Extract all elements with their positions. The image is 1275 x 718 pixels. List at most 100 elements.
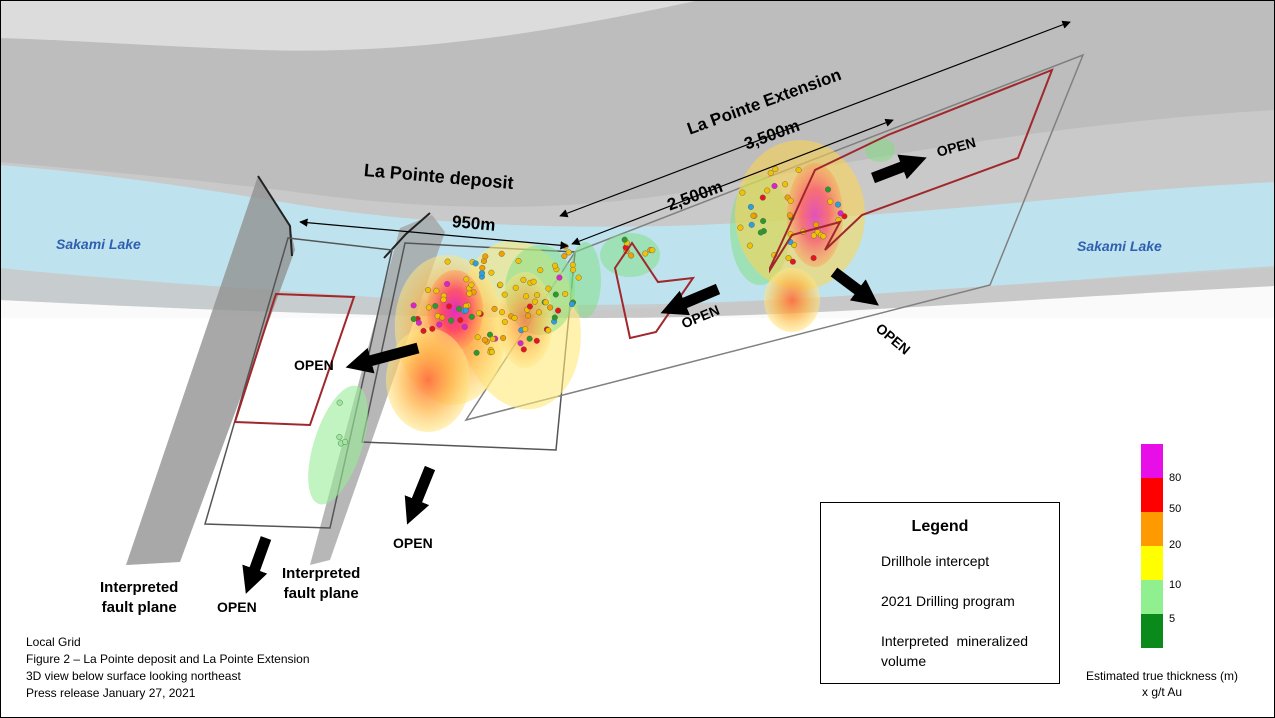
drillhole-intercept-dot <box>525 312 532 319</box>
drillhole-intercept-dot <box>473 349 480 356</box>
drillhole-intercept-dot <box>457 317 464 324</box>
drillhole-intercept-dot <box>482 253 489 260</box>
drillhole-intercept-dot <box>786 212 793 219</box>
legend-item-mineralized-volume: Interpreted mineralized volume <box>881 633 1029 669</box>
legend-item-drilling-program: 2021 Drilling program <box>881 593 1015 609</box>
drillhole-intercept-dot <box>628 252 635 259</box>
drillhole-intercept-dot <box>562 291 569 298</box>
drillhole-intercept-dot <box>782 181 789 188</box>
drillhole-intercept-dot <box>446 303 453 310</box>
drillhole-intercept-dot <box>827 198 834 205</box>
drillhole-intercept-dot <box>552 262 559 269</box>
ore-body-green-east <box>569 242 601 318</box>
open-arrow-west <box>345 342 420 374</box>
fault-plane-left <box>126 176 295 565</box>
drillhole-intercept-dot <box>466 290 473 297</box>
drillhole-intercept-dot <box>474 334 481 341</box>
drillhole-intercept-dot <box>488 269 495 276</box>
caption-line-figure: Figure 2 – La Pointe deposit and La Poin… <box>26 652 310 666</box>
drillhole-intercept-dot <box>432 303 439 310</box>
drillhole-intercept-dot <box>463 276 470 283</box>
deposit-dimension-label: 950m <box>451 212 497 235</box>
drillhole-intercept-dot <box>551 314 558 321</box>
drilling-program-west <box>233 292 356 427</box>
legend-title: Legend <box>911 518 969 535</box>
drillhole-intercept-dot <box>534 292 541 299</box>
drillhole-intercept-dot <box>764 187 771 194</box>
drillhole-intercept-dot <box>342 438 349 445</box>
drillhole-intercept-dot <box>575 274 582 281</box>
drillhole-intercept-dot <box>533 337 540 344</box>
color-scale-segment <box>1141 478 1163 512</box>
drillhole-intercept-dot <box>642 250 649 257</box>
drillhole-intercept-dot <box>547 304 554 311</box>
scale-tick-20: 20 <box>1169 539 1182 551</box>
fault-trace-left <box>257 175 293 257</box>
drillhole-intercept-dot <box>545 327 552 334</box>
drillhole-intercept-dot <box>501 291 508 298</box>
color-scale-bar <box>1141 444 1163 648</box>
drillhole-intercept-dot <box>789 258 796 265</box>
drillhole-intercept-dot <box>522 326 529 333</box>
dimension-arrow-3500m <box>559 20 1071 218</box>
open-arrow-extension-east <box>871 154 927 184</box>
drillhole-intercept-dot <box>771 182 778 189</box>
open-label-deposit-down: OPEN <box>393 535 433 551</box>
scale-tick-80: 80 <box>1169 472 1182 484</box>
open-label-west-down: OPEN <box>217 599 257 615</box>
drillhole-intercept-dot <box>479 270 486 277</box>
scale-tick-50: 50 <box>1169 503 1182 515</box>
drillhole-intercept-dot <box>825 186 832 193</box>
dimension-arrow-950m <box>299 218 569 250</box>
drillhole-intercept-dot <box>491 305 498 312</box>
drillhole-intercept-dot <box>570 266 577 273</box>
drillhole-intercept-dot <box>468 281 475 288</box>
drillhole-intercept-dot <box>425 287 432 294</box>
drillhole-intercept-dot <box>512 284 519 291</box>
green-lens-west <box>308 385 368 505</box>
color-scale-title: Estimated true thickness (m) x g/t Au <box>1085 669 1239 699</box>
drillhole-intercept-dot <box>500 335 507 342</box>
color-scale-segment <box>1141 614 1163 648</box>
drillhole-intercept-dot <box>739 189 746 196</box>
drillhole-intercept-dot <box>565 249 572 256</box>
legend-box: Legend Drillhole intercept 2021 Drilling… <box>820 502 1060 684</box>
sakami-lake-label-west: Sakami Lake <box>56 236 141 252</box>
legend-item-drillhole: Drillhole intercept <box>881 553 990 569</box>
open-arrow-extension-down <box>830 267 879 306</box>
drillhole-intercept-dot <box>526 303 533 310</box>
drillhole-intercept-dot <box>787 197 794 204</box>
drillhole-intercept-dot <box>750 212 757 219</box>
drillhole-intercept-dot <box>748 221 755 228</box>
drillhole-intercept-dot <box>813 221 820 228</box>
extension-body-small <box>865 138 895 162</box>
fault-plane-label-left: Interpreted fault plane <box>100 579 179 616</box>
drillhole-intercept-dot <box>785 255 792 262</box>
drillhole-intercept-dot <box>531 298 538 305</box>
color-scale-segment <box>1141 444 1163 478</box>
drillhole-intercept-dot <box>479 264 486 271</box>
drillhole-intercept-dot <box>759 194 766 201</box>
drillhole-intercept-dot <box>488 349 495 356</box>
drillhole-intercept-dot <box>621 236 628 243</box>
cloud-highlight-icon <box>0 0 700 51</box>
drillhole-intercept-dot <box>444 258 451 265</box>
drillhole-intercept-dot <box>810 232 817 239</box>
caption-line-release: Press release January 27, 2021 <box>26 686 196 700</box>
ore-body-lower <box>386 328 470 432</box>
drillhole-intercept-dot <box>336 399 343 406</box>
drillhole-intercept-dot <box>737 224 744 231</box>
fault-plane-label-right: Interpreted fault plane <box>282 565 361 602</box>
drillhole-intercept-dot <box>336 434 343 441</box>
color-scale-segment <box>1141 580 1163 614</box>
drillhole-intercept-dot <box>520 346 527 353</box>
drillhole-intercept-dot <box>746 242 753 249</box>
drillhole-intercept-dot <box>542 299 549 306</box>
open-arrow-down-west <box>242 536 272 594</box>
open-label-west: OPEN <box>294 357 334 373</box>
color-scale-segment <box>1141 546 1163 580</box>
drillhole-intercept-dot <box>537 267 544 274</box>
drillhole-intercept-dot <box>530 278 537 285</box>
